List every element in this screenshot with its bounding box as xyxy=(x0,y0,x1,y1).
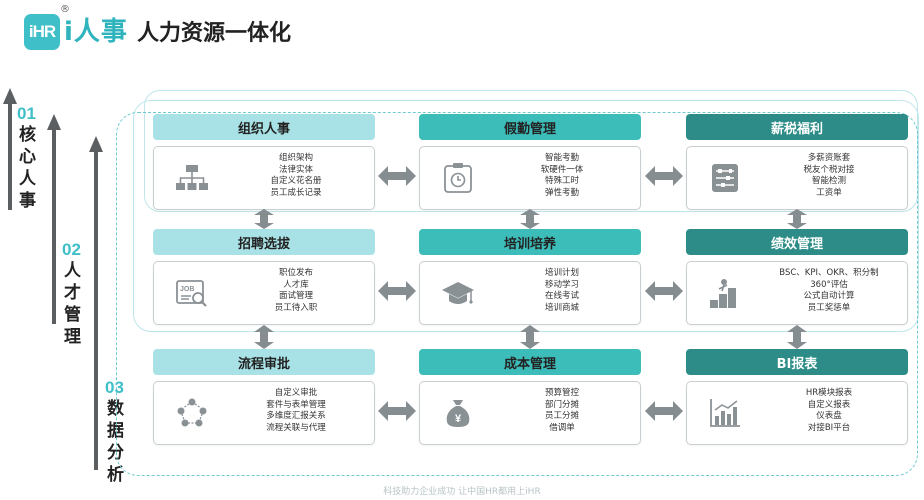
section-number-data: 03 xyxy=(105,378,124,397)
module-item: 员工分摊 xyxy=(544,411,579,421)
module-item: 特殊工时 xyxy=(544,176,579,186)
module-item: 移动学习 xyxy=(544,279,579,290)
registered-mark: ® xyxy=(60,4,70,15)
module-item: 自定义报表 xyxy=(807,399,851,410)
section-label-data: 数据分析 xyxy=(107,399,124,485)
org-chart-icon xyxy=(176,165,208,190)
clock-icon xyxy=(444,163,472,193)
svg-text:JOB: JOB xyxy=(180,286,194,293)
abacus-icon xyxy=(712,164,738,192)
double-arrow-vertical xyxy=(787,209,807,229)
double-arrow-horizontal xyxy=(378,281,416,301)
double-arrow-vertical xyxy=(520,209,540,229)
module-item: 员工待入职 xyxy=(274,302,318,313)
module-header-approval: 流程审批 xyxy=(153,349,375,375)
module-item: BSC、KPI、OKR、积分制 xyxy=(779,268,879,278)
module-item: 借调单 xyxy=(549,422,575,433)
section-number-talent: 02 xyxy=(62,240,81,259)
brand-logo-mark: iHR xyxy=(24,14,60,50)
double-arrow-horizontal xyxy=(645,281,683,301)
module-item: 智能考勤 xyxy=(544,153,579,163)
module-item: 自定义花名册 xyxy=(270,176,322,186)
module-item: 员工成长记录 xyxy=(270,187,322,198)
module-item: 培训商城 xyxy=(544,302,579,313)
module-header-training: 培训培养 xyxy=(419,229,641,255)
module-item: 税友个税对接 xyxy=(803,164,855,175)
double-arrow-vertical xyxy=(787,325,807,349)
section-number-core-hr: 01 xyxy=(17,104,36,123)
double-arrow-horizontal xyxy=(645,401,683,421)
module-header-performance: 绩效管理 xyxy=(686,229,908,255)
svg-text:¥: ¥ xyxy=(455,413,462,425)
module-card-attendance: 智能考勤 软硬件一体 特殊工时 弹性考勤 xyxy=(419,146,641,210)
module-card-org: 组织架构 法律实体 自定义花名册 员工成长记录 xyxy=(153,146,375,210)
module-header-payroll: 薪税福利 xyxy=(686,114,908,140)
module-item: 套件与表单管理 xyxy=(266,399,326,410)
brand-name: i人事 xyxy=(64,17,128,47)
section-label-talent: 人才管理 xyxy=(64,261,81,347)
money-bag-icon: ¥ xyxy=(446,400,470,427)
module-item: 培训计划 xyxy=(544,268,579,278)
module-item: 预算管控 xyxy=(544,388,579,398)
workflow-icon xyxy=(177,398,207,427)
module-item: 360°评估 xyxy=(810,279,848,290)
bar-chart-icon xyxy=(710,399,740,427)
double-arrow-vertical xyxy=(254,325,274,349)
module-item: 法律实体 xyxy=(278,164,313,175)
module-header-org: 组织人事 xyxy=(153,114,375,140)
module-item: 智能检测 xyxy=(811,176,846,186)
module-item: 多维度汇报关系 xyxy=(266,411,326,421)
footer-slogan: 科技助力企业成功 让中国HR都用上iHR xyxy=(383,487,541,497)
double-arrow-vertical xyxy=(254,209,274,229)
module-item: 员工奖惩单 xyxy=(807,302,851,313)
module-card-approval: 自定义审批 套件与表单管理 多维度汇报关系 流程关联与代理 xyxy=(153,381,375,445)
module-card-training: 培训计划 移动学习 在线考试 培训商城 xyxy=(419,261,641,325)
module-item: 部门分摊 xyxy=(544,399,579,410)
data-frame xyxy=(116,112,918,476)
module-item: 流程关联与代理 xyxy=(266,422,326,433)
module-item: 多薪资账套 xyxy=(807,153,851,163)
module-item: 面试管理 xyxy=(278,291,313,301)
growth-icon xyxy=(710,279,736,308)
module-item: 组织架构 xyxy=(278,153,313,163)
module-header-cost: 成本管理 xyxy=(419,349,641,375)
section-label-core-hr: 核心人事 xyxy=(19,125,36,211)
module-item: 在线考试 xyxy=(544,291,579,301)
module-item: 公式自动计算 xyxy=(803,291,855,301)
double-arrow-vertical xyxy=(520,325,540,349)
module-item: 工资单 xyxy=(816,187,842,198)
module-card-recruit: JOB 职位发布 人才库 面试管理 员工待入职 xyxy=(153,261,375,325)
graduation-cap-icon xyxy=(442,282,474,304)
module-card-cost: ¥ 预算管控 部门分摊 员工分摊 借调单 xyxy=(419,381,641,445)
module-item: 自定义审批 xyxy=(274,388,318,398)
module-item: 人才库 xyxy=(283,279,309,290)
double-arrow-horizontal xyxy=(378,401,416,421)
module-header-recruit: 招聘选拔 xyxy=(153,229,375,255)
page-title: 人力资源一体化 xyxy=(137,21,292,46)
module-item: 职位发布 xyxy=(278,268,313,278)
module-header-attendance: 假勤管理 xyxy=(419,114,641,140)
module-item: 仪表盘 xyxy=(816,411,842,421)
module-item: HR模块报表 xyxy=(805,388,853,398)
section-arrows xyxy=(3,88,103,470)
module-card-payroll: 多薪资账套 税友个税对接 智能检测 工资单 xyxy=(686,146,908,210)
module-card-bi: HR模块报表 自定义报表 仪表盘 对接BI平台 xyxy=(686,381,908,445)
double-arrow-horizontal xyxy=(378,166,416,186)
resume-icon: JOB xyxy=(176,280,207,307)
module-item: 弹性考勤 xyxy=(544,187,579,198)
module-card-performance: BSC、KPI、OKR、积分制 360°评估 公式自动计算 员工奖惩单 xyxy=(686,261,908,325)
module-item: 对接BI平台 xyxy=(807,422,851,433)
module-header-bi: BI报表 xyxy=(686,349,908,375)
module-item: 软硬件一体 xyxy=(540,164,584,175)
double-arrow-horizontal xyxy=(645,166,683,186)
